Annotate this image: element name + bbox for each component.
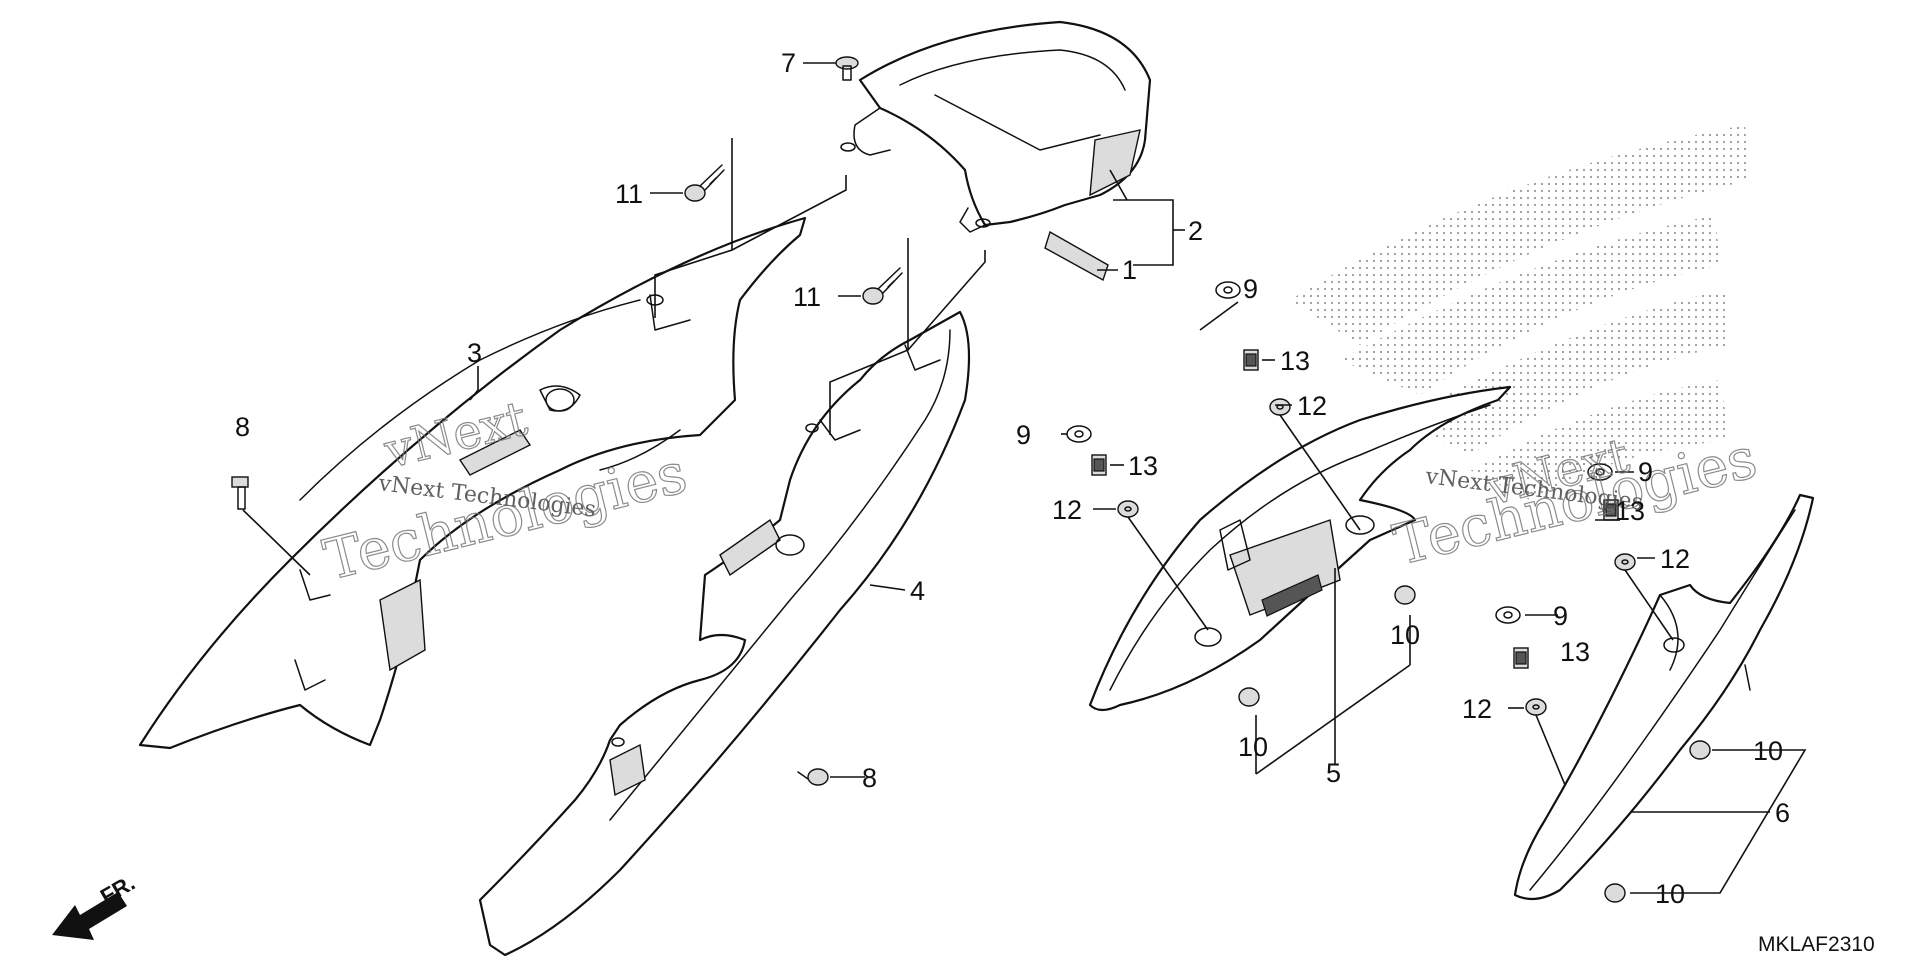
- callout-12-top: 12: [1297, 391, 1327, 421]
- callout-9-right: 9: [1638, 457, 1653, 487]
- bolt-8a-icon: [231, 476, 249, 510]
- front-arrow-icon: [52, 892, 127, 940]
- stipple-shading: [1290, 125, 1750, 500]
- collar-12a-icon: [1269, 398, 1291, 416]
- callout-13-top: 13: [1280, 346, 1310, 376]
- callout-9-lower: 9: [1553, 601, 1568, 631]
- front-arrow: FR.: [52, 870, 139, 940]
- callout-10-right-bottom: 10: [1655, 879, 1685, 909]
- callout-12-right: 12: [1660, 544, 1690, 574]
- tapping-screw-11b-icon: [862, 267, 903, 305]
- callout-10-right-top: 10: [1753, 736, 1783, 766]
- washer-9c-icon: [1587, 463, 1613, 481]
- washer-9b-icon: [1066, 425, 1092, 443]
- callout-labels: 1 2 3 4 5 6 7 8 8 9 9 9 9 10 10 10 10 11…: [235, 48, 1790, 909]
- callout-3: 3: [467, 338, 482, 368]
- collar-12b-icon: [1117, 500, 1139, 518]
- callout-8-bottom: 8: [862, 763, 877, 793]
- callout-13-right: 13: [1615, 496, 1645, 526]
- callout-9-left: 9: [1016, 420, 1031, 450]
- bolt-8b-icon: [797, 768, 829, 786]
- nut-10a-icon: [1394, 585, 1416, 605]
- callout-2: 2: [1188, 216, 1203, 246]
- callout-10-left: 10: [1238, 732, 1268, 762]
- callout-9-top: 9: [1243, 274, 1258, 304]
- callout-5: 5: [1326, 758, 1341, 788]
- callout-6: 6: [1775, 798, 1790, 828]
- bolt-13b-icon: [1091, 454, 1107, 476]
- right-side-panel: [1088, 385, 1512, 712]
- collar-12c-icon: [1614, 553, 1636, 571]
- callout-4: 4: [910, 576, 925, 606]
- callout-8-top: 8: [235, 412, 250, 442]
- left-side-cover: [138, 216, 807, 750]
- callout-13-lower: 13: [1560, 637, 1590, 667]
- nut-10c-icon: [1689, 740, 1711, 760]
- nut-10d-icon: [1604, 883, 1626, 903]
- leader-lines: [242, 62, 1807, 894]
- washer-9d-icon: [1495, 606, 1521, 624]
- bolt-13d-icon: [1513, 647, 1529, 669]
- seat-cowl: [840, 20, 1152, 233]
- grab-rail: [1513, 493, 1815, 901]
- callout-13-left: 13: [1128, 451, 1158, 481]
- callout-12-lower: 12: [1462, 694, 1492, 724]
- bolt-13a-icon: [1243, 349, 1259, 371]
- callout-1: 1: [1122, 255, 1137, 285]
- callout-12-left: 12: [1052, 495, 1082, 525]
- callout-7: 7: [781, 48, 796, 78]
- rubber-strip: [1044, 230, 1109, 282]
- collar-12d-icon: [1525, 698, 1547, 716]
- callout-11-right: 11: [793, 282, 821, 312]
- nut-10b-icon: [1238, 687, 1260, 707]
- tapping-screw-11a-icon: [684, 164, 725, 202]
- screw-7-icon: [835, 56, 859, 81]
- washer-9a-icon: [1215, 281, 1241, 299]
- callout-10-mid: 10: [1390, 620, 1420, 650]
- rear-rail-cover: [478, 310, 971, 957]
- bolt-13c-icon: [1603, 499, 1619, 521]
- callout-11-left: 11: [615, 179, 643, 209]
- diagram-code: MKLAF2310: [1758, 933, 1875, 956]
